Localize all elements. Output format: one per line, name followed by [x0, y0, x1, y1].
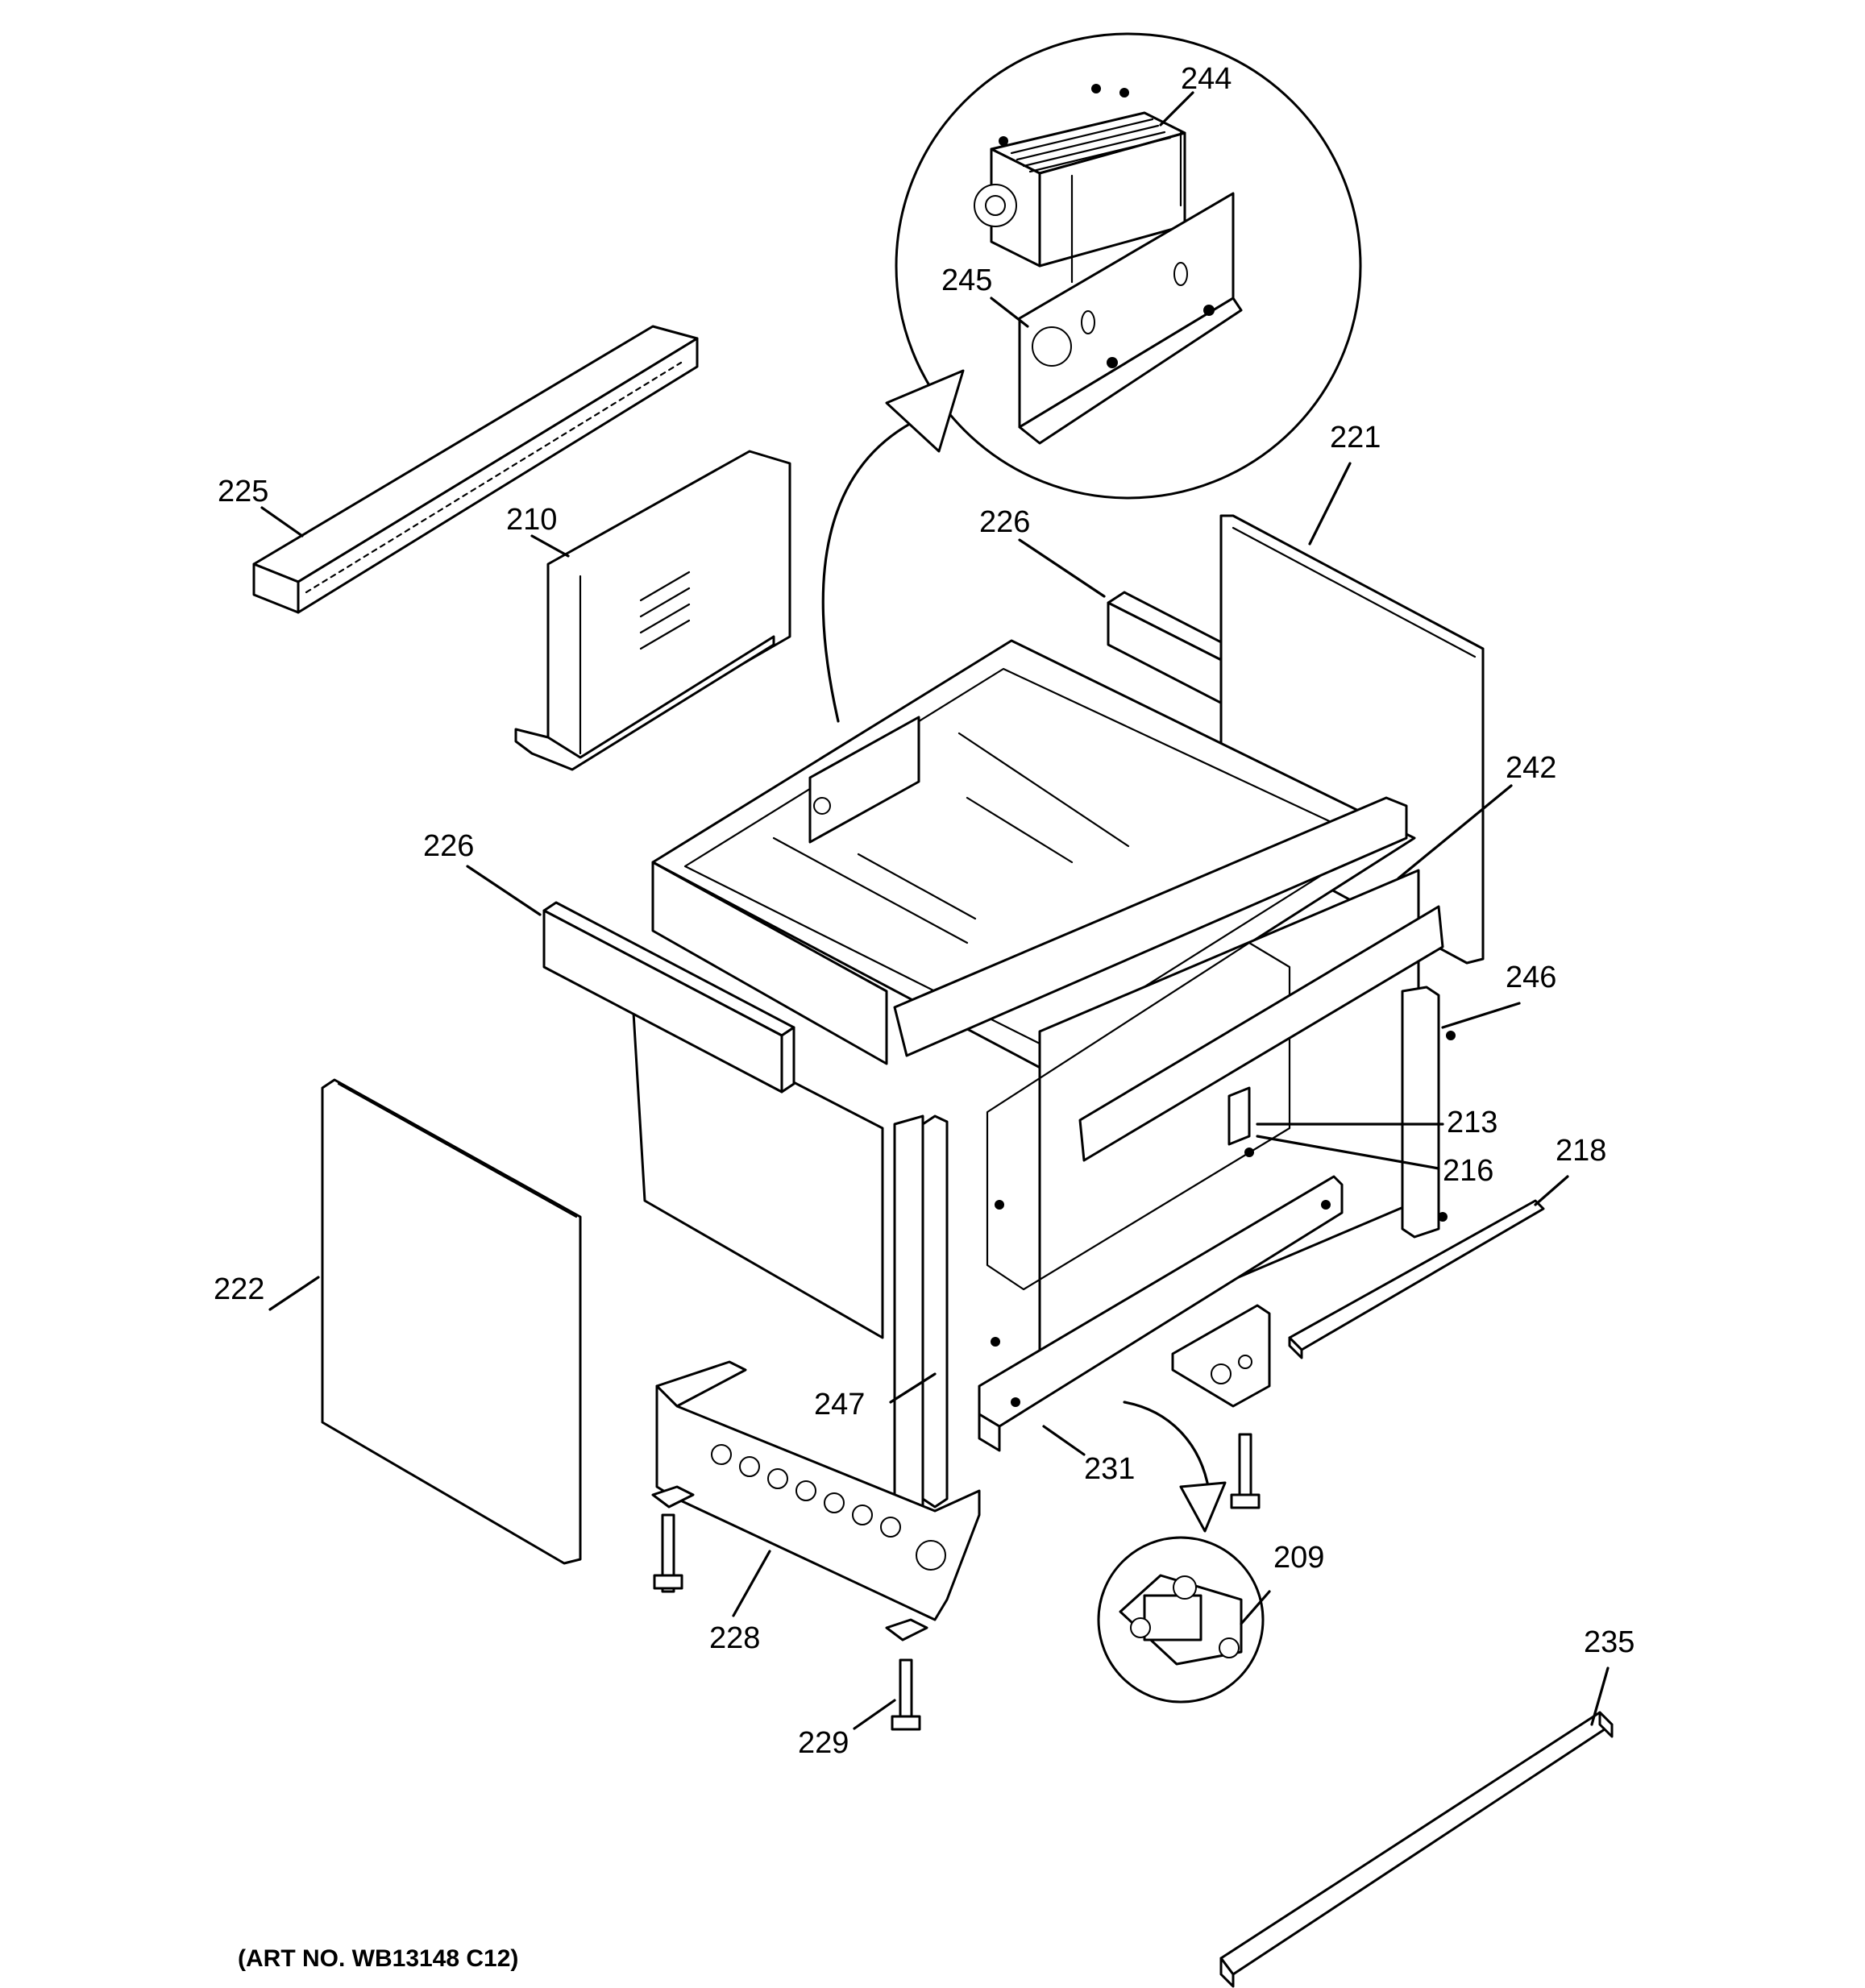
callout-235: 235 — [1584, 1625, 1634, 1659]
callout-216: 216 — [1443, 1154, 1493, 1188]
part-235-trim-strip — [1219, 1711, 1614, 1988]
part-245-mounting-plate — [1018, 131, 1243, 445]
part-218-trim-strip — [1288, 1199, 1545, 1359]
part-209-detail-inset — [1097, 1536, 1265, 1704]
part-222-side-panel — [321, 1078, 582, 1565]
detail-arrow-up — [821, 369, 965, 723]
callout-228: 228 — [709, 1621, 760, 1655]
part-226-insulation-left — [542, 901, 795, 1094]
callout-246: 246 — [1506, 961, 1556, 994]
art-number: (ART NO. WB13148 C12) — [238, 1945, 518, 1972]
callout-210: 210 — [506, 503, 557, 537]
callout-231: 231 — [1084, 1452, 1135, 1486]
vent-slots — [639, 571, 691, 650]
callout-226-left: 226 — [423, 829, 474, 863]
callout-labels: 244 245 225 210 226 221 242 226 246 213 … — [214, 62, 1634, 1760]
part-244-fan-housing — [974, 84, 1186, 268]
callout-245: 245 — [941, 264, 992, 297]
part-225-vent-trim — [252, 325, 699, 614]
callout-226-top: 226 — [979, 505, 1030, 539]
callout-225: 225 — [218, 475, 268, 508]
callout-222: 222 — [214, 1272, 264, 1306]
callout-221: 221 — [1330, 421, 1381, 454]
callout-213: 213 — [1447, 1106, 1497, 1139]
callout-218: 218 — [1556, 1134, 1606, 1168]
callout-209: 209 — [1273, 1541, 1324, 1575]
callout-229: 229 — [798, 1726, 849, 1760]
callout-242: 242 — [1506, 751, 1556, 785]
part-229-leveling-leg — [651, 1433, 1261, 1731]
part-228-base-bracket — [655, 1360, 981, 1621]
range-cabinet-body — [631, 639, 1456, 1513]
fan-detail-inset — [895, 32, 1362, 500]
leader-lines — [260, 91, 1610, 1730]
callout-244: 244 — [1181, 62, 1232, 96]
detail-arrow-down — [1123, 1401, 1227, 1533]
callout-247: 247 — [814, 1388, 865, 1421]
part-210-back-panel — [514, 450, 791, 771]
